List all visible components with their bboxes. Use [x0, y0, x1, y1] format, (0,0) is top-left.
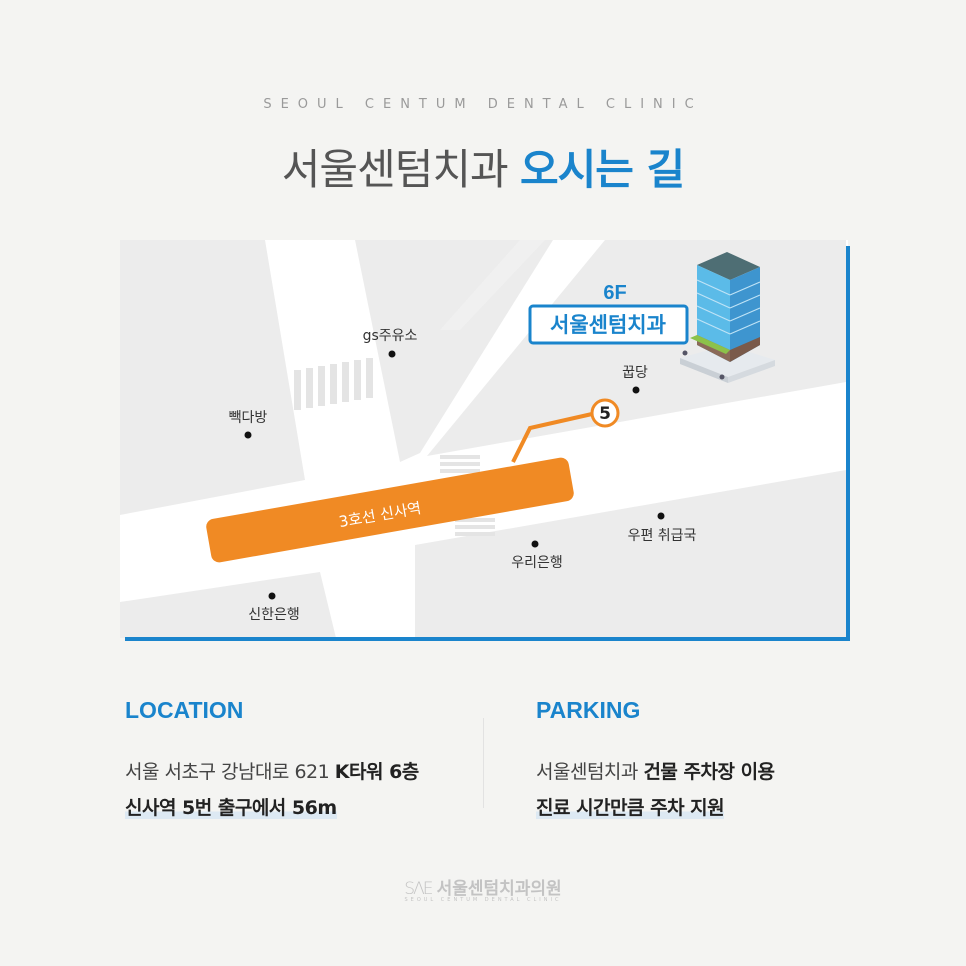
- landmark-post: 우편 취급국: [628, 528, 697, 544]
- address-bold: K타워 6층: [334, 761, 420, 783]
- footer-sub: SEOUL CENTUM DENTAL CLINIC: [404, 897, 562, 903]
- landmark-dot: [657, 512, 665, 520]
- title-bold: 오시는 길: [520, 145, 685, 194]
- map-border-bottom: [125, 637, 850, 641]
- landmark-shinhan: 신한은행: [248, 607, 300, 623]
- exit-5-marker: 5: [590, 398, 620, 428]
- section-divider: [483, 718, 484, 808]
- location-directions: 신사역 5번 출구에서 56m: [125, 797, 337, 819]
- block: [440, 240, 545, 330]
- landmark-paikdabang: 빽다방: [229, 410, 268, 426]
- landmark-woori: 우리은행: [511, 555, 563, 571]
- location-map: 3호선 신사역 5 gs주유소 빽다방 꿉당 우편 취급국 우리은행 신한은행 …: [120, 240, 850, 641]
- landmark-dot: [244, 431, 252, 439]
- parking-section: PARKING 서울센텀치과 건물 주차장 이용 진료 시간만큼 주차 지원: [536, 697, 775, 826]
- exit-number: 5: [599, 404, 611, 424]
- title-light: 서울센텀치과: [281, 145, 509, 194]
- landmark-gs: gs주유소: [363, 328, 418, 344]
- subway-line-3: [206, 457, 574, 563]
- parking-support: 진료 시간만큼 주차 지원: [536, 797, 725, 819]
- location-heading: LOCATION: [125, 697, 244, 723]
- parking-bold: 건물 주차장 이용: [643, 761, 775, 783]
- block: [415, 470, 846, 638]
- landmark-dot: [268, 592, 276, 600]
- parking-heading: PARKING: [536, 697, 641, 723]
- block: [120, 572, 336, 638]
- crosswalk: [440, 455, 495, 536]
- clinic-label-box: [528, 304, 689, 345]
- address-text: 서울 서초구 강남대로 621: [125, 761, 330, 783]
- location-address: 서울 서초구 강남대로 621 K타워 6층: [125, 754, 419, 790]
- logo-mark: SΛE: [404, 879, 433, 899]
- map-border-right: [846, 246, 850, 641]
- parking-info: 서울센텀치과 건물 주차장 이용: [536, 754, 775, 790]
- page-title: 서울센텀치과 오시는 길: [0, 136, 966, 197]
- landmark-dot: [632, 386, 640, 394]
- footer-logo: SΛE 서울센텀치과의원 SEOUL CENTUM DENTAL CLINIC: [0, 874, 966, 903]
- location-section: LOCATION 서울 서초구 강남대로 621 K타워 6층 신사역 5번 출…: [125, 697, 419, 826]
- eyebrow-text: SEOUL CENTUM DENTAL CLINIC: [263, 97, 703, 112]
- landmark-ggupdang: 꿉당: [622, 365, 648, 381]
- block: [120, 240, 305, 515]
- block: [355, 240, 553, 462]
- building-icon: [680, 252, 775, 383]
- crosswalk: [294, 358, 373, 410]
- parking-text: 서울센텀치과: [536, 761, 638, 783]
- landmark-dot: [388, 350, 396, 358]
- floor-label: 6F: [603, 282, 626, 304]
- exit-route-line: [511, 412, 593, 463]
- footer-clinic-name: 서울센텀치과의원: [436, 879, 562, 899]
- clinic-label: 서울센텀치과: [550, 313, 666, 337]
- landmark-dot: [531, 540, 539, 548]
